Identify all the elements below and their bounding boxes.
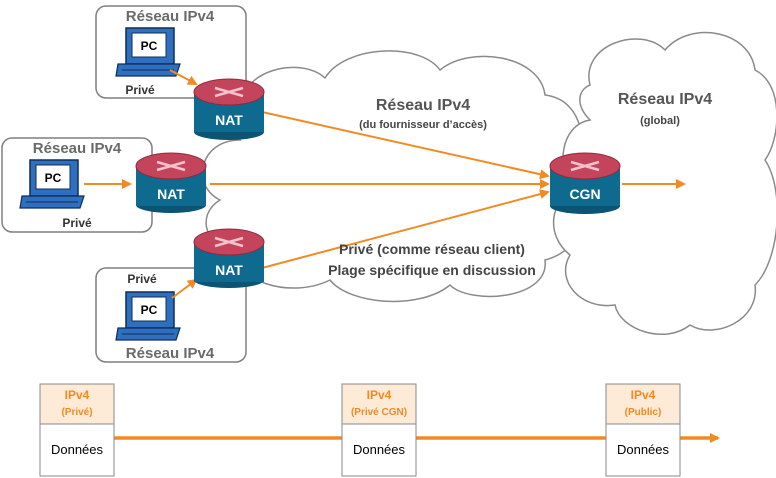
site-label-mid: Privé: [62, 216, 92, 230]
packet-private-cgn: IPv4 (Privé CGN) Données: [341, 383, 417, 477]
site-title-top: Réseau IPv4: [126, 8, 215, 25]
svg-text:PC: PC: [45, 171, 62, 185]
router-label: NAT: [157, 186, 185, 202]
packet-proto: IPv4: [367, 388, 392, 402]
packet-payload: Données: [617, 442, 670, 457]
link-pc-bot: [171, 278, 198, 299]
global-cloud-title: Réseau IPv4: [618, 91, 712, 108]
packet-private: IPv4 (Privé) Données: [39, 383, 115, 477]
svg-text:PC: PC: [141, 39, 158, 53]
isp-cloud: [201, 50, 587, 303]
pc-icon-bot: PC: [115, 291, 181, 341]
link-nat-top-cgn: [261, 111, 550, 180]
router-label: CGN: [569, 186, 600, 202]
packet-proto: IPv4: [631, 388, 656, 402]
link-nat-bot-cgn: [261, 189, 550, 269]
packet-scope: (Privé CGN): [351, 407, 407, 418]
site-title-mid: Réseau IPv4: [33, 140, 122, 157]
isp-cloud-subtitle: (du fournisseur d’accès): [359, 119, 487, 131]
site-label-top: Privé: [125, 83, 155, 97]
isp-note-line1: Privé (comme réseau client): [339, 241, 525, 257]
packet-public: IPv4 (Public) Données: [605, 383, 681, 477]
packet-payload: Données: [51, 442, 104, 457]
packet-scope: (Public): [625, 407, 662, 418]
packet-scope: (Privé): [61, 407, 92, 418]
svg-text:PC: PC: [141, 303, 158, 317]
link-pc-top: [169, 69, 198, 85]
router-nat-top: NAT: [193, 78, 265, 140]
pc-icon-top: PC: [115, 27, 181, 77]
packet-payload: Données: [353, 442, 406, 457]
router-label: NAT: [215, 112, 243, 128]
router-nat-mid: NAT: [135, 152, 207, 213]
router-nat-bot: NAT: [193, 228, 265, 288]
router-cgn: CGN: [549, 152, 621, 214]
packet-proto: IPv4: [65, 388, 90, 402]
router-label: NAT: [215, 262, 243, 278]
pc-icon-mid: PC: [19, 159, 85, 209]
site-label-bot: Privé: [127, 272, 157, 286]
isp-note-line2: Plage spécifique en discussion: [328, 262, 536, 278]
global-cloud-subtitle: (global): [640, 115, 680, 127]
isp-cloud-title: Réseau IPv4: [376, 97, 470, 114]
site-title-bot: Réseau IPv4: [126, 345, 215, 362]
